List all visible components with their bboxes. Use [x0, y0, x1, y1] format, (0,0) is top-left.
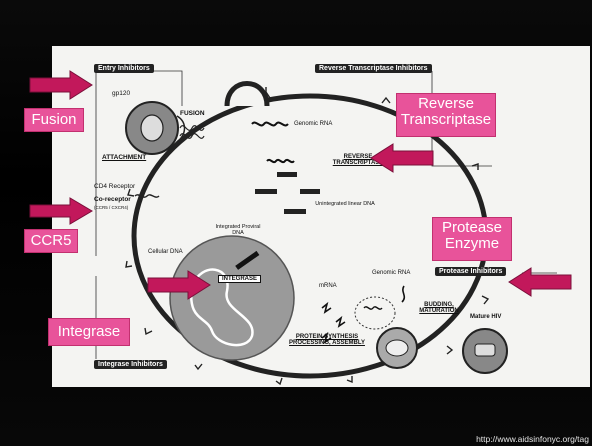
- fusion-callout: Fusion: [24, 108, 84, 132]
- mrna-label: mRNA: [319, 283, 337, 289]
- co-receptor-label: Co-receptor: [94, 196, 131, 203]
- entry-inhibitors-label: Entry Inhibitors: [94, 64, 154, 73]
- budding-vesicle-top: [227, 84, 267, 107]
- integrase-inhibitors-label: Integrase Inhibitors: [94, 360, 167, 369]
- rt-inhibitors-label: Reverse Transcriptase Inhibitors: [315, 64, 432, 73]
- reverse-transcriptase-arrow: [369, 143, 435, 173]
- integrase-arrow: [146, 270, 212, 300]
- source-url: http://www.aidsinfonyc.org/tag: [476, 434, 589, 444]
- genomic-rna-right-label: Genomic RNA: [372, 270, 410, 276]
- unintegrated-dna-label: Unintegrated linear DNA: [314, 201, 376, 207]
- fusion-arrow: [28, 70, 94, 100]
- co-receptor-detail-label: (CCR5 / CXCR4): [94, 205, 128, 210]
- genomic-rna-strand: [252, 123, 288, 126]
- protease-arrow: [507, 267, 573, 297]
- attachment-label: ATTACHMENT: [102, 154, 146, 161]
- assembling-particle: [355, 297, 395, 329]
- ccr5-arrow: [28, 197, 94, 225]
- integrated-proviral-dna-label: Integrated Proviral DNA: [210, 224, 266, 236]
- cellular-dna-label: Cellular DNA: [148, 249, 183, 255]
- mature-hiv-label: Mature HIV: [470, 314, 501, 320]
- ccr5-callout: CCR5: [24, 229, 78, 253]
- protease-enzyme-callout: Protease Enzyme: [432, 217, 512, 261]
- gp120-label: gp120: [112, 90, 130, 97]
- genomic-rna-top-label: Genomic RNA: [294, 121, 332, 127]
- reverse-transcriptase-callout: Reverse Transcriptase: [396, 93, 496, 137]
- dna-fragments: [255, 160, 320, 214]
- protease-inhibitors-label: Protease Inhibitors: [435, 267, 506, 276]
- cd4-receptor-label: CD4 Receptor: [94, 183, 135, 190]
- fusion-step-label: FUSION: [180, 110, 205, 117]
- budding-maturation-label: BUDDING, MATURATION: [415, 302, 463, 314]
- integrase-step-label: INTEGRASE: [218, 275, 261, 283]
- protein-synthesis-label: PROTEIN SYNTHESIS PROCESSING, ASSEMBLY: [277, 334, 377, 346]
- integrase-callout: Integrase: [48, 318, 130, 346]
